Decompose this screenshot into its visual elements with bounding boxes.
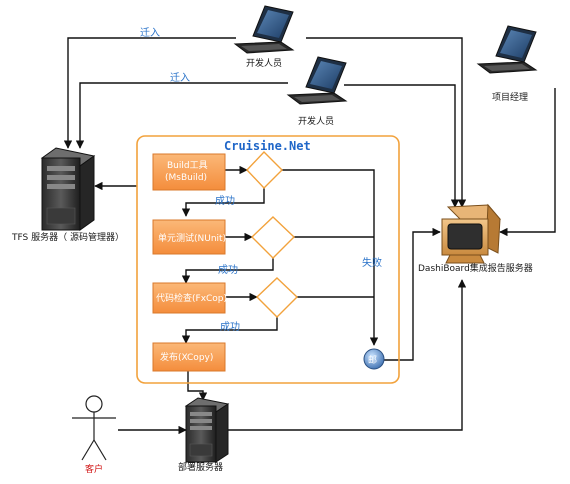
step-publish[interactable]: 发布(XCopy) (152, 342, 226, 372)
dev-top-label: 开发人员 (246, 57, 282, 69)
deploy-server-label: 部署服务器 (178, 461, 223, 473)
edge-decision1-fail (282, 169, 379, 346)
crt-monitor-icon (441, 203, 502, 264)
checkin-label-top: 迁入 (140, 27, 160, 39)
edge-dev-top-to-dashboard (306, 37, 467, 208)
connectors (63, 37, 556, 435)
step-unit-test[interactable]: 单元测试(NUnit) (152, 219, 226, 255)
decision-code-check-ok (255, 277, 299, 318)
edge-deploy-to-dashboard (222, 279, 467, 431)
decision-build-ok (246, 150, 283, 190)
server-tower-icon (40, 147, 96, 231)
laptop-icon (476, 25, 538, 74)
fail-label: 失败 (362, 256, 382, 269)
edge-decision1-success (181, 187, 265, 217)
customer-label: 客户 (85, 463, 103, 475)
edge-decision2-success (181, 258, 274, 284)
cruise-title: Cruisine.Net (224, 139, 311, 153)
edge-publish-to-deploy (187, 371, 208, 401)
edge-mail-to-dashboard (384, 227, 441, 361)
step-code-check[interactable]: 代码检查(FxCop) (152, 282, 227, 314)
email-badge-text: 邮 (368, 354, 377, 366)
success-label-2: 成功 (218, 264, 238, 276)
laptop-icon (286, 56, 348, 105)
edge-dev-mid-to-dashboard (344, 84, 460, 208)
step-build-label-1: Build工具 (167, 160, 208, 171)
edge-decision3-success (181, 317, 278, 344)
dashboard-label: DashiBoard集成报告服务器 (418, 262, 533, 274)
stick-figure-icon (72, 395, 116, 461)
decision-unit-test-ok (250, 216, 296, 259)
server-tower-icon (184, 397, 230, 463)
success-label-1: 成功 (215, 195, 235, 207)
dev-mid-label: 开发人员 (298, 115, 334, 127)
step-code-check-label: 代码检查(FxCop) (156, 292, 227, 304)
edge-checkin-mid (75, 82, 288, 149)
step-unit-test-label: 单元测试(NUnit) (158, 232, 226, 244)
step-build[interactable]: Build工具 (MsBuild) (152, 153, 226, 191)
cruise-control-frame: Cruisine.Net (136, 135, 400, 384)
laptop-icon (233, 5, 295, 54)
step-build-label-2: (MsBuild) (165, 173, 207, 183)
step-publish-label: 发布(XCopy) (160, 351, 213, 363)
manager-label: 项目经理 (492, 91, 528, 103)
tfs-label: TFS 服务器（ 源码管理器） (11, 231, 124, 243)
edge-manager-to-dashboard (499, 88, 556, 237)
email-notify-icon: 邮 (363, 348, 385, 370)
checkin-label-mid: 迁入 (170, 72, 190, 84)
edge-checkin-top (63, 37, 236, 149)
success-label-3: 成功 (220, 321, 240, 333)
